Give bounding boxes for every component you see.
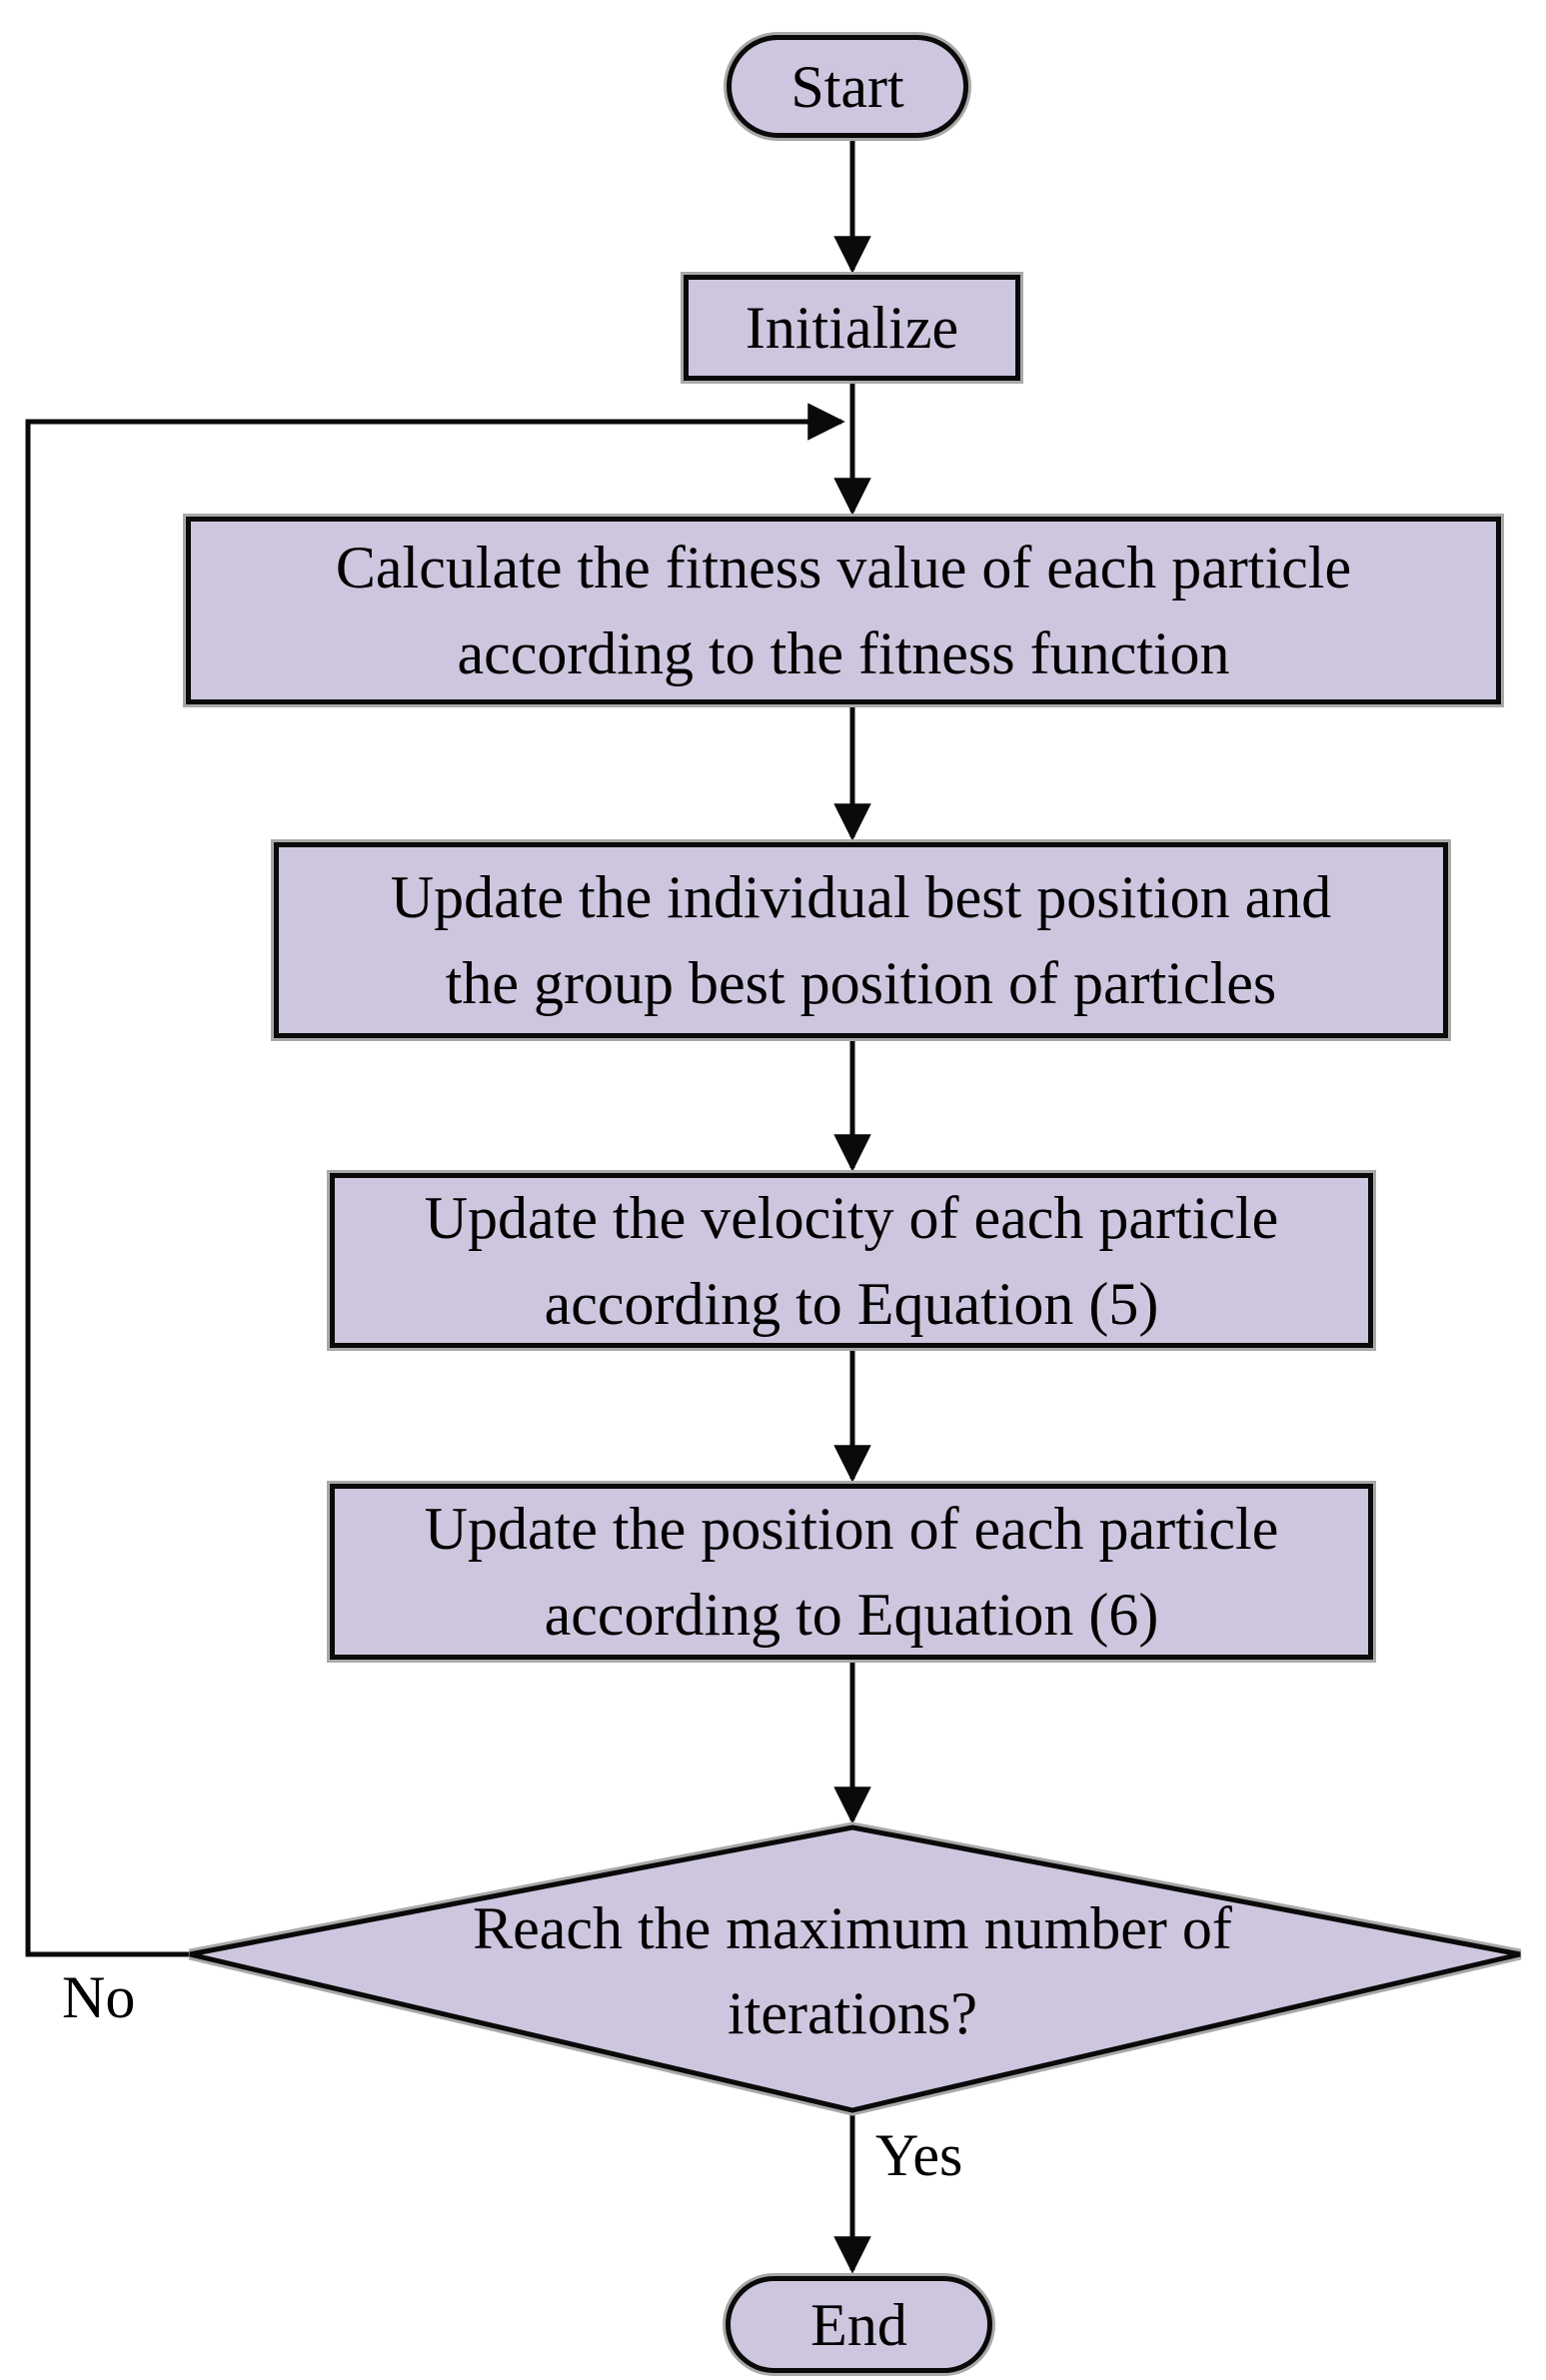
- start-node: Start: [727, 35, 968, 138]
- decision-diamond: [189, 1824, 1521, 2113]
- process-update-best-positions-node: Update the individual best position and …: [274, 842, 1448, 1038]
- node-label-line: according to the fitness function: [457, 620, 1230, 686]
- initialize-node: Initialize: [684, 275, 1020, 381]
- node-label-line: according to Equation (5): [544, 1270, 1159, 1337]
- node-label-line: according to Equation (6): [544, 1582, 1159, 1648]
- edge-no-loopback: [25, 403, 845, 1957]
- node-label-line: Reach the maximum number of: [473, 1895, 1232, 1961]
- start-node-label: Start: [790, 53, 904, 120]
- process-calculate-fitness-node: Calculate the fitness value of each part…: [186, 517, 1501, 704]
- end-node-label: End: [810, 2291, 907, 2358]
- node-label-line: the group best position of particles: [445, 950, 1277, 1016]
- process-update-velocity-node: Update the velocity of each particle acc…: [330, 1173, 1373, 1348]
- process-update-position-node: Update the position of each particle acc…: [330, 1484, 1373, 1660]
- node-label-line: iterations?: [728, 1980, 977, 2046]
- edge-label-yes: Yes: [875, 2122, 963, 2188]
- initialize-node-label: Initialize: [745, 295, 959, 361]
- node-label-line: Update the individual best position and: [390, 864, 1332, 930]
- edge-label-no: No: [62, 1964, 136, 2030]
- node-label-line: Update the position of each particle: [424, 1496, 1279, 1562]
- node-label-line: Update the velocity of each particle: [424, 1184, 1279, 1251]
- node-label-line: Calculate the fitness value of each part…: [335, 535, 1352, 600]
- decision-node-label: Reach the maximum number of iterations?: [353, 1886, 1352, 2056]
- end-node: End: [726, 2276, 992, 2373]
